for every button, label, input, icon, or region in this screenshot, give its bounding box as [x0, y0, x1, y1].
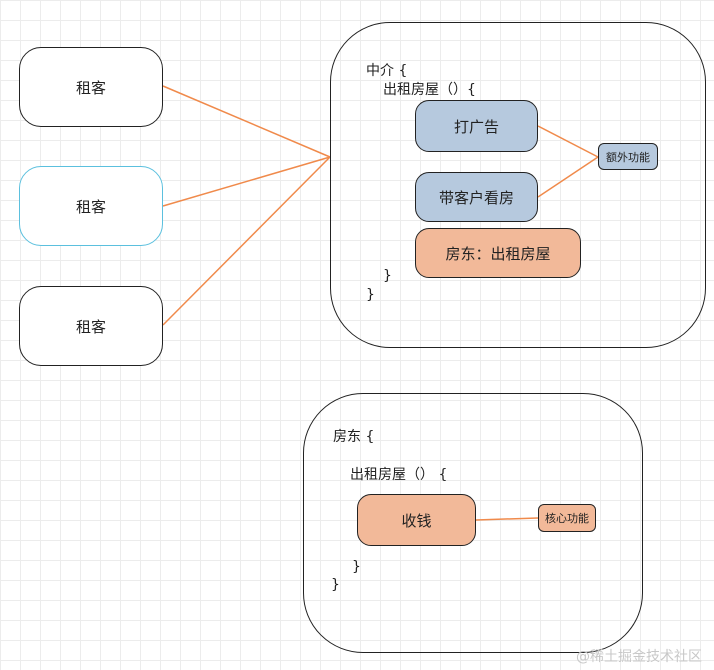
landlord-rent-label: 房东：出租房屋 [445, 244, 551, 263]
core-function-tag[interactable]: 核心功能 [538, 504, 596, 532]
tenant-box-2[interactable]: 租客 [19, 166, 163, 246]
agent-container[interactable] [330, 22, 706, 348]
tenant-box-3[interactable]: 租客 [19, 286, 163, 366]
landlord-method: 出租房屋（） { [350, 467, 448, 483]
connector-tenant3-agent [162, 156, 331, 326]
agent-close-outer: } [366, 287, 375, 303]
collect-money-label: 收钱 [401, 511, 432, 530]
agent-header: 中介 { [366, 63, 408, 79]
advertise-box[interactable]: 打广告 [415, 100, 538, 152]
landlord-header: 房东 { [333, 429, 375, 445]
landlord-close-outer: } [331, 577, 340, 593]
tenant-label: 租客 [75, 317, 106, 336]
extra-function-tag[interactable]: 额外功能 [598, 143, 658, 170]
advertise-label: 打广告 [453, 117, 499, 136]
tenant-label: 租客 [75, 78, 106, 97]
tenant-label: 租客 [75, 197, 106, 216]
landlord-rent-box[interactable]: 房东：出租房屋 [415, 228, 581, 278]
show-house-label: 带客户看房 [438, 188, 514, 207]
connector-tenant2-agent [162, 156, 331, 207]
show-house-box[interactable]: 带客户看房 [415, 172, 538, 222]
agent-close-inner: } [383, 268, 392, 284]
collect-money-box[interactable]: 收钱 [357, 494, 476, 546]
watermark: @稀土掘金技术社区 [576, 649, 702, 665]
extra-function-label: 额外功能 [606, 150, 650, 164]
landlord-close-inner: } [352, 559, 361, 575]
tenant-box-1[interactable]: 租客 [19, 47, 163, 127]
agent-method: 出租房屋（）{ [383, 82, 476, 98]
connector-tenant1-agent [162, 85, 331, 158]
core-function-label: 核心功能 [545, 512, 589, 525]
landlord-container[interactable] [303, 393, 643, 653]
